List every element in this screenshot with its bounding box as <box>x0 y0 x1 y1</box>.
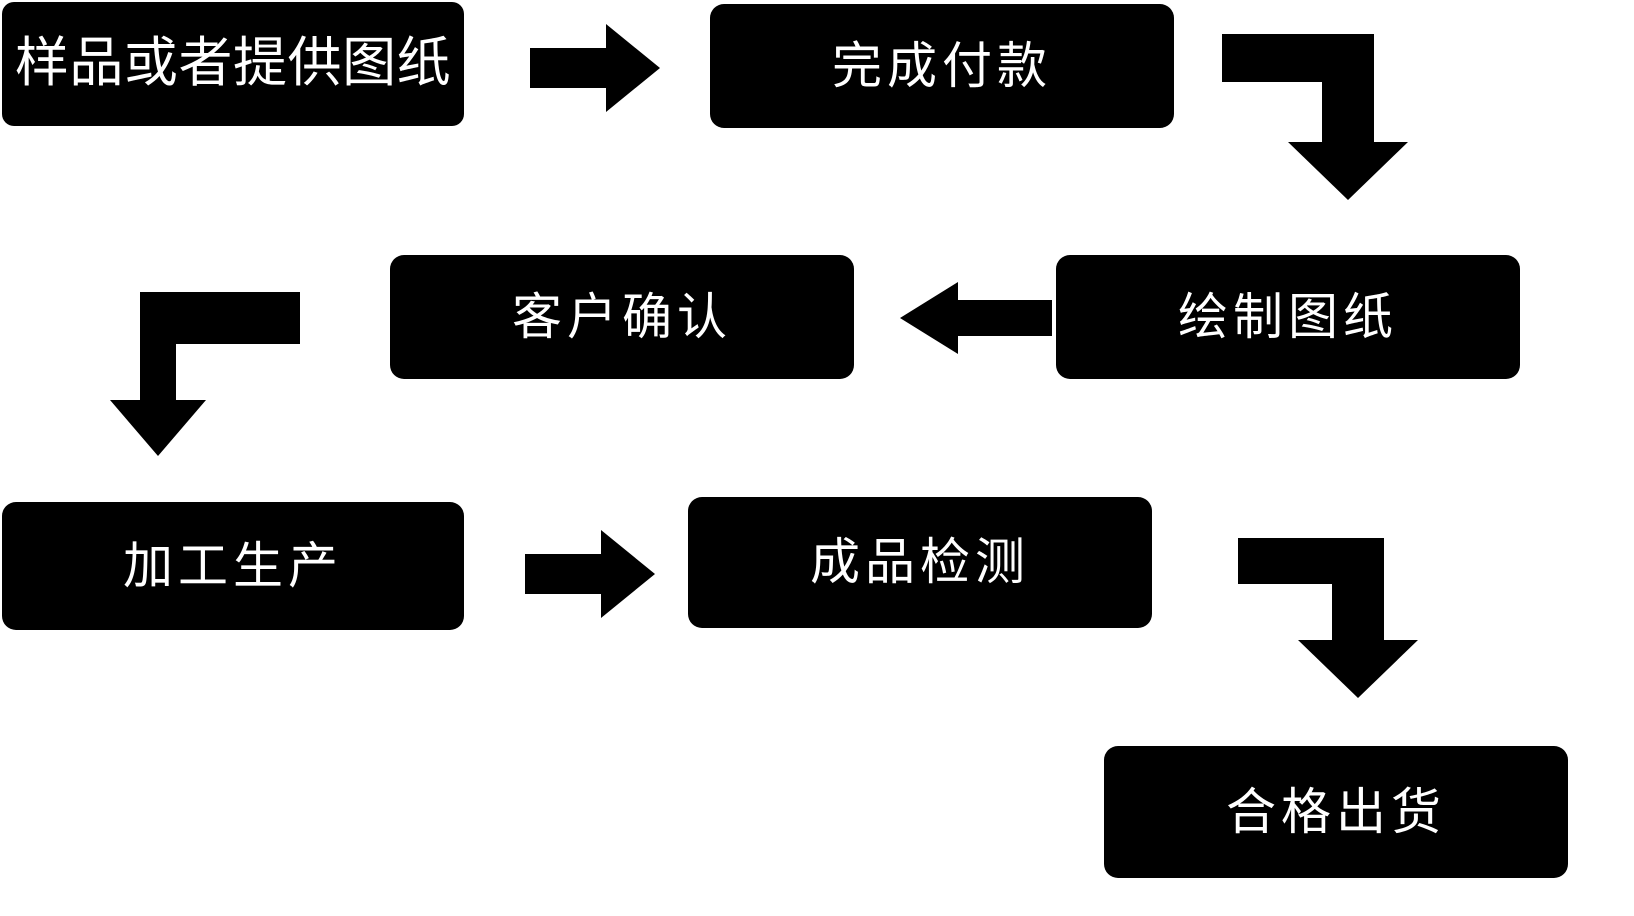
elbow-arrow-down-icon-payment-to-drawing <box>1222 34 1438 200</box>
node-payment[interactable]: 完成付款 <box>710 4 1174 128</box>
node-production-label: 加工生产 <box>123 537 343 594</box>
node-drawing[interactable]: 绘制图纸 <box>1056 255 1520 379</box>
node-shipping-label: 合格出货 <box>1226 783 1446 840</box>
arrow-left-icon-drawing-to-confirm <box>900 282 1052 354</box>
node-confirm-label: 客户确认 <box>512 288 732 345</box>
node-sample-label: 样品或者提供图纸 <box>14 33 452 94</box>
node-inspect-label: 成品检测 <box>810 534 1030 590</box>
arrow-right-icon-sample-to-payment <box>530 24 660 112</box>
elbow-arrow-down-icon-confirm-to-production <box>110 292 300 456</box>
node-payment-label: 完成付款 <box>832 37 1052 94</box>
node-drawing-label: 绘制图纸 <box>1178 288 1398 345</box>
elbow-arrow-down-icon-inspect-to-shipping <box>1238 538 1438 698</box>
node-confirm[interactable]: 客户确认 <box>390 255 854 379</box>
node-sample[interactable]: 样品或者提供图纸 <box>2 2 464 126</box>
node-inspect[interactable]: 成品检测 <box>688 497 1152 628</box>
arrow-right-icon-production-to-inspect <box>525 530 655 618</box>
node-production[interactable]: 加工生产 <box>2 502 464 630</box>
node-shipping[interactable]: 合格出货 <box>1104 746 1568 878</box>
